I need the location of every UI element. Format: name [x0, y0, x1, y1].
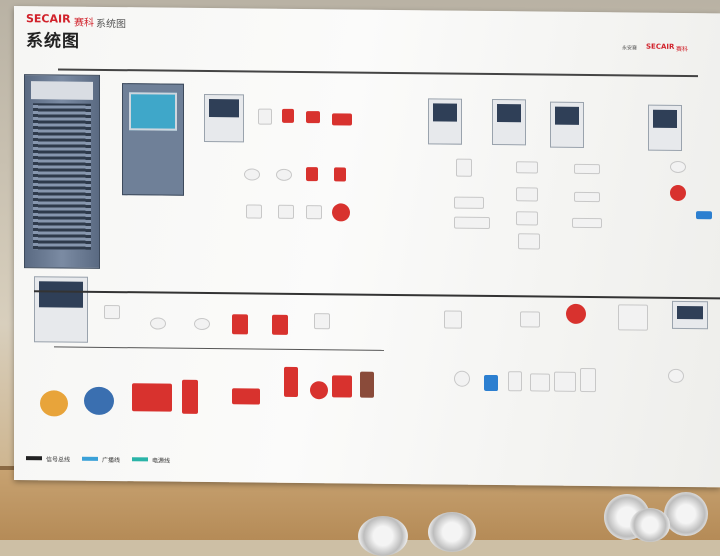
pressure-gauge [310, 381, 328, 399]
smoke-detector [150, 317, 166, 329]
exhaust-fan [40, 390, 68, 416]
smoke-detector-sample [630, 508, 670, 542]
graphic-display-workstation [122, 83, 184, 196]
fire-hydrant-button [306, 167, 318, 181]
heat-detector [194, 318, 210, 330]
module-device [258, 109, 272, 125]
legend-swatch [26, 456, 42, 460]
power-module [518, 233, 540, 249]
spray-pump [182, 380, 198, 414]
cabinet-display [31, 81, 93, 100]
power-supply [580, 368, 596, 392]
speaker [454, 371, 470, 387]
alarm-bell [332, 203, 350, 221]
smoke-detector [668, 369, 684, 383]
smoke-detector-sample [428, 512, 476, 552]
control-panel-5 [648, 105, 682, 151]
fire-pump [132, 383, 172, 411]
page-title: 系统图 [26, 26, 80, 52]
io-module [314, 313, 330, 329]
alarm-bell [670, 185, 686, 201]
linear-detector [454, 217, 490, 229]
output-module [278, 205, 294, 219]
cabinet-module-grid [33, 103, 91, 250]
smoke-detector [670, 161, 686, 173]
legend-label: 广播线 [102, 455, 120, 464]
io-module [306, 205, 322, 219]
sensor-cable [574, 192, 600, 202]
heat-detector [276, 169, 292, 181]
power-module [516, 161, 538, 173]
linear-detector [454, 197, 484, 209]
control-panel-1 [204, 94, 244, 142]
orange-note-text [444, 409, 634, 411]
control-panel-4 [550, 102, 584, 148]
broadcast-device [530, 373, 550, 391]
legend-swatch [132, 457, 148, 461]
power-module [516, 187, 538, 201]
input-module [104, 305, 120, 319]
sensor-cable [574, 164, 600, 174]
brand-logo-left: SECAIR [26, 12, 71, 25]
broadcast-module [444, 311, 462, 329]
input-module [246, 204, 262, 218]
fire-light-alarm [332, 113, 352, 125]
smoke-detector-sample [358, 516, 408, 556]
flow-sensor [696, 211, 712, 219]
control-panel-6 [34, 276, 88, 343]
blower-fan [84, 387, 114, 415]
brand-logo-right: SECAIR [646, 43, 674, 51]
system-diagram-board: SECAIR 赛科 系统图 系统图 永安赛 SECAIR 赛科 [14, 6, 720, 487]
brand-right-prefix: 永安赛 [622, 44, 637, 51]
legend-swatch [82, 457, 98, 461]
telephone-handset [484, 375, 498, 391]
sensor-cable [572, 218, 602, 228]
door-holder [360, 372, 374, 398]
signal-bus-line [34, 290, 720, 299]
fire-hydrant-button [272, 315, 288, 335]
repeater-panel [618, 304, 648, 330]
signal-bus-line-top [58, 68, 698, 76]
manual-alarm-button [334, 167, 346, 181]
monitor-device [554, 372, 576, 392]
manual-alarm-button [282, 109, 294, 123]
control-panel-7 [672, 301, 708, 329]
power-module [516, 211, 538, 225]
fire-telephone [508, 371, 522, 391]
smoke-detector-sample [664, 492, 708, 536]
main-control-cabinet [24, 74, 100, 269]
gas-detector [456, 159, 472, 177]
brand-sub-left: 系统图 [96, 15, 126, 30]
control-panel-3 [492, 99, 526, 145]
brand-cn-right: 赛科 [676, 44, 688, 53]
alarm-bell [566, 304, 586, 324]
control-line [54, 346, 384, 350]
telephone-module [520, 311, 540, 327]
smoke-detector [244, 168, 260, 180]
control-panel-2 [428, 98, 462, 144]
signal-valve [332, 375, 352, 397]
alarm-sounder [306, 111, 320, 123]
fire-valve [284, 367, 298, 397]
legend-label: 电源线 [152, 455, 170, 464]
workstation-screen [129, 92, 177, 131]
legend-label: 信号总线 [46, 454, 70, 463]
manual-alarm-button [232, 314, 248, 334]
fire-shutter-switch [232, 388, 260, 404]
